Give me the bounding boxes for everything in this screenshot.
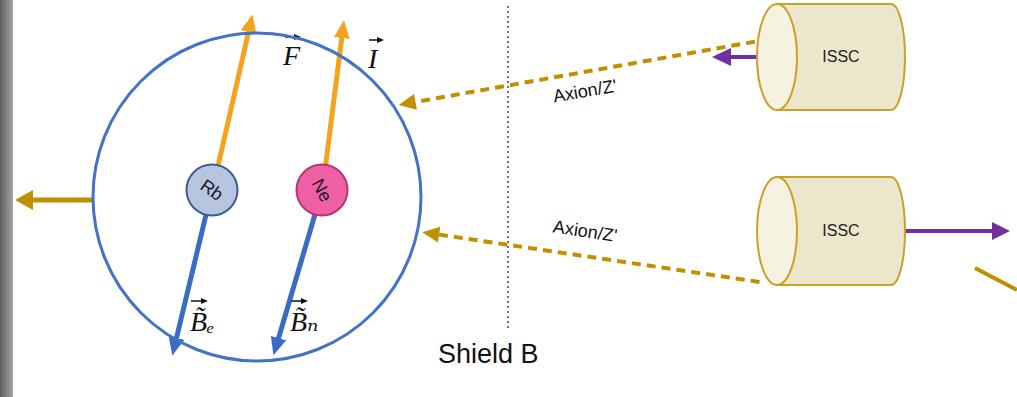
sensor-cell: F I B̃ₑ B̃ₙ Rb Ne (91, 31, 423, 363)
photo-fragment (0, 0, 13, 397)
vector-label: F (283, 42, 300, 70)
vector-label: B̃ₑ (190, 308, 214, 336)
motion-arrow (975, 268, 1017, 290)
edge-label: Axion/Z' (550, 76, 621, 107)
vector-hat (369, 39, 378, 41)
vector-label: I (368, 45, 377, 73)
field-vector (278, 194, 321, 340)
vector-hat (191, 300, 202, 302)
shield-line (507, 6, 509, 328)
atom-circle: Rb (185, 163, 239, 217)
vector-label: B̃ₙ (290, 308, 318, 336)
node-label: ISSC (822, 48, 859, 66)
atom-circle: Ne (295, 163, 349, 217)
node-label: ISSC (822, 222, 859, 240)
spin-vector (323, 36, 342, 186)
axion-connector (399, 42, 755, 110)
vector-hat (291, 300, 302, 302)
edge-label: Axion/Z' (550, 217, 621, 247)
motion-arrow (15, 190, 92, 210)
motion-arrow (903, 222, 1010, 240)
source-cylinder: ISSC (755, 175, 905, 287)
shape-outline (91, 31, 423, 363)
shield-label: Shield B (438, 340, 539, 370)
source-cylinder: ISSC (755, 2, 905, 112)
